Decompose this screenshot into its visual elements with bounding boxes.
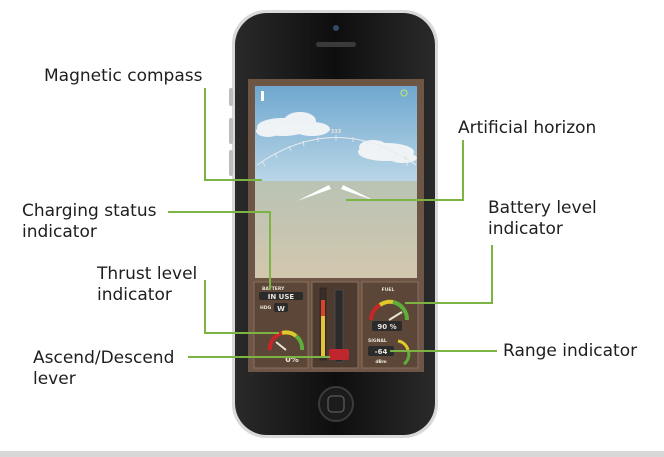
home-button	[318, 386, 354, 422]
fuel-gauge-yellow	[378, 299, 394, 307]
thrust-gauge-yellow	[281, 330, 298, 338]
callout-magnetic-compass: Magnetic compass	[44, 66, 203, 86]
callout-ascend-descend: Ascend/Descend lever	[33, 348, 175, 389]
settings-icon	[400, 89, 408, 97]
signal-unit: dBm	[375, 359, 387, 365]
bottom-divider	[0, 451, 664, 457]
fuel-label: FUEL	[382, 287, 395, 293]
heading-letter: W	[277, 305, 285, 313]
hdg-label: HDG	[260, 305, 272, 311]
thrust-percent: 0%	[285, 355, 299, 364]
horizon-wing-left	[297, 185, 331, 201]
signal-value: -64	[375, 348, 388, 356]
callout-charging-status: Charging status indicator	[22, 201, 157, 242]
compass-heading-label: 333	[331, 129, 342, 135]
callout-artificial-horizon: Artificial horizon	[458, 118, 597, 138]
thrust-gauge-red	[267, 331, 283, 351]
battery-label: BATTERY	[262, 286, 285, 292]
signal-gauge-yellow	[397, 339, 410, 351]
fuel-gauge-red	[369, 303, 382, 321]
callout-battery-level: Battery level indicator	[488, 198, 597, 239]
fuel-percent: 90 %	[377, 323, 396, 331]
callout-thrust-level: Thrust level indicator	[97, 264, 198, 305]
thrust-gauge-green	[294, 334, 305, 351]
fuel-gauge-green	[392, 300, 410, 321]
compass-east-mark: E	[404, 156, 408, 162]
ascend-descend-lever	[329, 349, 349, 360]
callout-range-indicator: Range indicator	[503, 341, 638, 361]
charging-status-value: IN USE	[268, 293, 295, 301]
earpiece	[316, 42, 356, 47]
camera-icon	[333, 25, 339, 31]
info-icon	[261, 91, 264, 101]
signal-label: SIGNAL	[368, 338, 387, 344]
lever-track	[334, 289, 344, 363]
